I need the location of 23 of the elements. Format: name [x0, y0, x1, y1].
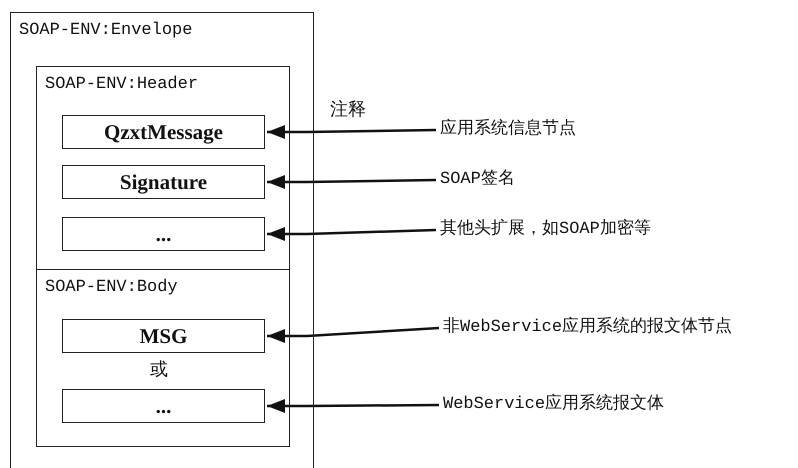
arrow — [267, 326, 440, 343]
annotation-text: 应用系统信息节点 — [440, 119, 576, 141]
element-box: ... — [62, 389, 265, 423]
element-box: MSG — [62, 319, 265, 353]
element-box: QzxtMessage — [62, 115, 265, 149]
element-box: Signature — [62, 165, 265, 199]
arrow — [267, 175, 436, 189]
arrow — [267, 125, 436, 139]
element-box: ... — [62, 217, 265, 251]
box-heading: SOAP-ENV:Body — [45, 278, 178, 297]
annotation-text: WebService应用系统报文体 — [443, 394, 664, 416]
column-heading: 注释 — [330, 98, 366, 121]
arrow — [267, 399, 440, 413]
body-box — [36, 269, 290, 447]
alternative-label: 或 — [150, 359, 168, 381]
box-heading: SOAP-ENV:Envelope — [19, 21, 192, 40]
box-heading: SOAP-ENV:Header — [45, 75, 198, 94]
annotation-text: SOAP签名 — [440, 169, 515, 191]
annotation-text: 其他头扩展，如SOAP加密等 — [440, 219, 651, 241]
header-box — [36, 66, 290, 270]
envelope-box — [10, 12, 314, 468]
arrow — [267, 227, 436, 241]
annotation-text: 非WebService应用系统的报文体节点 — [443, 317, 732, 339]
